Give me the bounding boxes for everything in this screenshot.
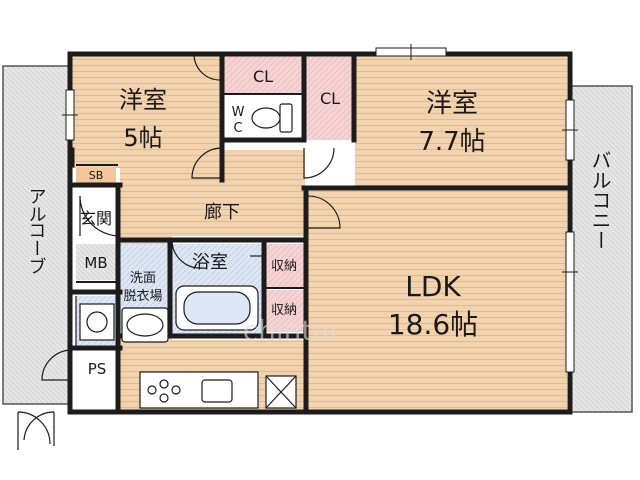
wc-label-bottom: C [233, 121, 242, 136]
hallway-label: 廊下 [204, 202, 240, 223]
shoe-box-area [76, 167, 116, 183]
balcony-area [569, 85, 633, 413]
bathtub-fixture [175, 285, 259, 331]
washroom-label-1: 洗面 [130, 271, 156, 286]
wc-label-top: W [232, 105, 245, 120]
mb-label: MB [84, 254, 107, 272]
closet-b-area [306, 56, 356, 140]
kitchen-counter [139, 371, 297, 409]
ps-area [76, 350, 120, 386]
western-room-a-size: 5帖 [123, 124, 162, 152]
western-room-a-name: 洋室 [119, 86, 167, 114]
western-room-a-floor [72, 56, 220, 168]
washer-pan [79, 303, 115, 341]
shoe-box-label: SB [89, 169, 104, 182]
closet-a-label: CL [253, 67, 273, 86]
storage-a-area [264, 244, 306, 288]
western-room-b-floor [355, 56, 567, 186]
thin-walls [76, 93, 306, 289]
western-room-b-size: 7.7帖 [418, 127, 485, 157]
storage-b-label: 収納 [271, 303, 297, 318]
alcove-area [2, 65, 70, 405]
alcove-label-1: アル [26, 187, 47, 223]
storage-b-area [264, 290, 306, 332]
watermark-text: chintai [243, 314, 338, 347]
washbasin-fixture [121, 307, 169, 343]
entrance-label: 玄関 [80, 209, 112, 228]
ldk-size: 18.6帖 [388, 308, 478, 341]
closet-a-area [224, 56, 302, 94]
western-room-b-name: 洋室 [426, 89, 478, 119]
washroom-label-2: 脱衣場 [123, 288, 162, 304]
closet-b-label: CL [320, 89, 340, 108]
ps-label: PS [88, 360, 107, 378]
hallway-floor [120, 150, 305, 236]
door-swings [17, 53, 341, 450]
alcove-label-2: コーブ [26, 221, 47, 275]
bathroom-label: 浴室 [192, 252, 228, 273]
ldk-name: LDK [405, 270, 461, 303]
windows [62, 44, 578, 373]
balcony-label: バルコニー [588, 150, 612, 250]
ldk-floor [307, 190, 567, 410]
mb-area [76, 244, 116, 280]
storage-a-label: 収納 [271, 259, 297, 274]
toilet-fixture [251, 103, 293, 133]
